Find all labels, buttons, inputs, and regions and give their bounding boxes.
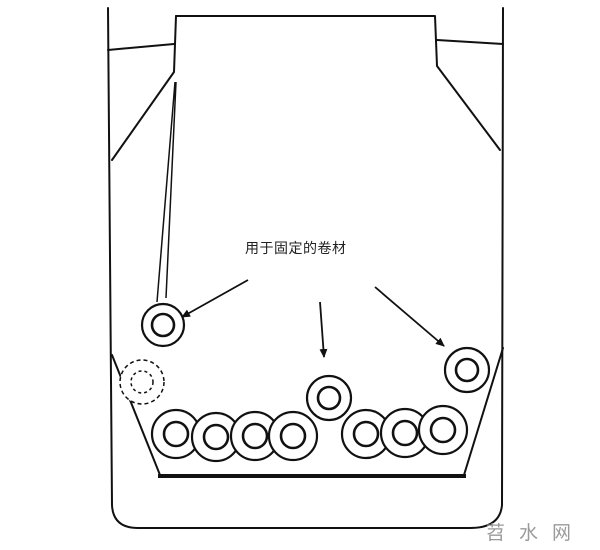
roll-bottom-4 bbox=[267, 410, 319, 462]
arrow-left bbox=[181, 279, 249, 318]
arrow-middle bbox=[319, 301, 328, 358]
hull-outline bbox=[107, 7, 504, 529]
cargo-block-left bbox=[111, 15, 177, 161]
roll-secured-right-core bbox=[454, 357, 480, 383]
roll-bottom-5-core bbox=[352, 420, 380, 448]
roll-shifted-ghost bbox=[119, 359, 165, 405]
arrow-right bbox=[374, 286, 445, 347]
roll-secured-middle bbox=[305, 374, 353, 422]
hold-wall-right bbox=[463, 347, 504, 476]
roll-bottom-2-core bbox=[202, 423, 230, 451]
roll-bottom-4-core bbox=[279, 422, 307, 450]
securing-rope bbox=[156, 81, 177, 303]
hold-wall-left bbox=[111, 354, 161, 476]
cargo-block bbox=[175, 15, 501, 151]
roll-bottom-6 bbox=[379, 407, 431, 459]
roll-bottom-7-core bbox=[429, 416, 457, 444]
deck-line-left bbox=[107, 43, 175, 51]
roll-secured-left bbox=[140, 302, 186, 348]
watermark: 苕水网 bbox=[486, 522, 586, 544]
roll-secured-middle-core bbox=[316, 385, 342, 411]
annotation-label: 用于固定的卷材 bbox=[245, 241, 347, 257]
roll-bottom-2 bbox=[190, 411, 242, 463]
roll-shifted-ghost-core bbox=[130, 370, 154, 394]
deck-line-right bbox=[436, 39, 504, 45]
roll-bottom-6-core bbox=[391, 419, 419, 447]
roll-secured-left-core bbox=[150, 312, 176, 338]
roll-bottom-3-core bbox=[241, 422, 269, 450]
roll-bottom-1-core bbox=[162, 420, 190, 448]
roll-bottom-7 bbox=[417, 404, 469, 456]
roll-secured-right bbox=[443, 346, 491, 394]
